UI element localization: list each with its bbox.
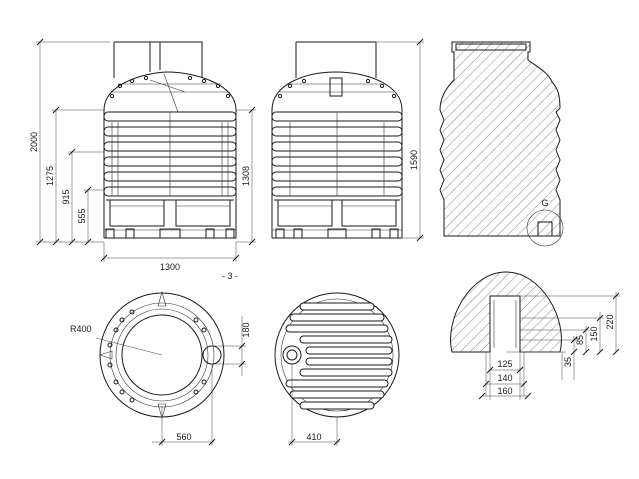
base-feet xyxy=(105,228,235,239)
front-elevation-view: 1590 xyxy=(271,38,424,242)
dim-125: 125 xyxy=(497,359,512,369)
bottom-view: 410 xyxy=(274,292,400,446)
top-view-lugs xyxy=(107,309,207,403)
dim-180: 180 xyxy=(241,322,251,337)
detail-marker-g: G xyxy=(541,198,548,208)
dim-35: 35 xyxy=(563,357,573,367)
dim-915: 915 xyxy=(61,189,71,204)
bottom-slots xyxy=(285,302,393,410)
dome-studs xyxy=(109,75,231,99)
top-view: R400 180 560 xyxy=(70,290,251,446)
dim-150: 150 xyxy=(589,326,599,341)
dim-160: 160 xyxy=(497,386,512,396)
dimension-ticks xyxy=(36,38,256,262)
dim-radius: R400 xyxy=(70,324,92,334)
dim-220: 220 xyxy=(605,314,615,329)
base-feet-front xyxy=(275,228,399,239)
dim-1590: 1590 xyxy=(409,150,419,170)
detail-g-view: 220 150 85 35 125 140 160 xyxy=(450,271,620,400)
dim-85: 85 xyxy=(575,335,585,345)
left-elevation-view: 2000 1275 915 555 1308 1300 xyxy=(29,38,256,272)
dim-width-1300: 1300 xyxy=(160,262,180,272)
dim-1308: 1308 xyxy=(241,166,251,186)
dim-560: 560 xyxy=(176,432,191,442)
dim-1275: 1275 xyxy=(45,166,55,186)
dim-140: 140 xyxy=(497,373,512,383)
dim-total-height: 2000 xyxy=(29,132,39,152)
page-label: - 3 - xyxy=(222,271,238,281)
dim-410: 410 xyxy=(306,432,321,442)
dim-555: 555 xyxy=(77,208,87,223)
dome-studs-front xyxy=(277,78,397,99)
section-view: G xyxy=(439,41,564,247)
